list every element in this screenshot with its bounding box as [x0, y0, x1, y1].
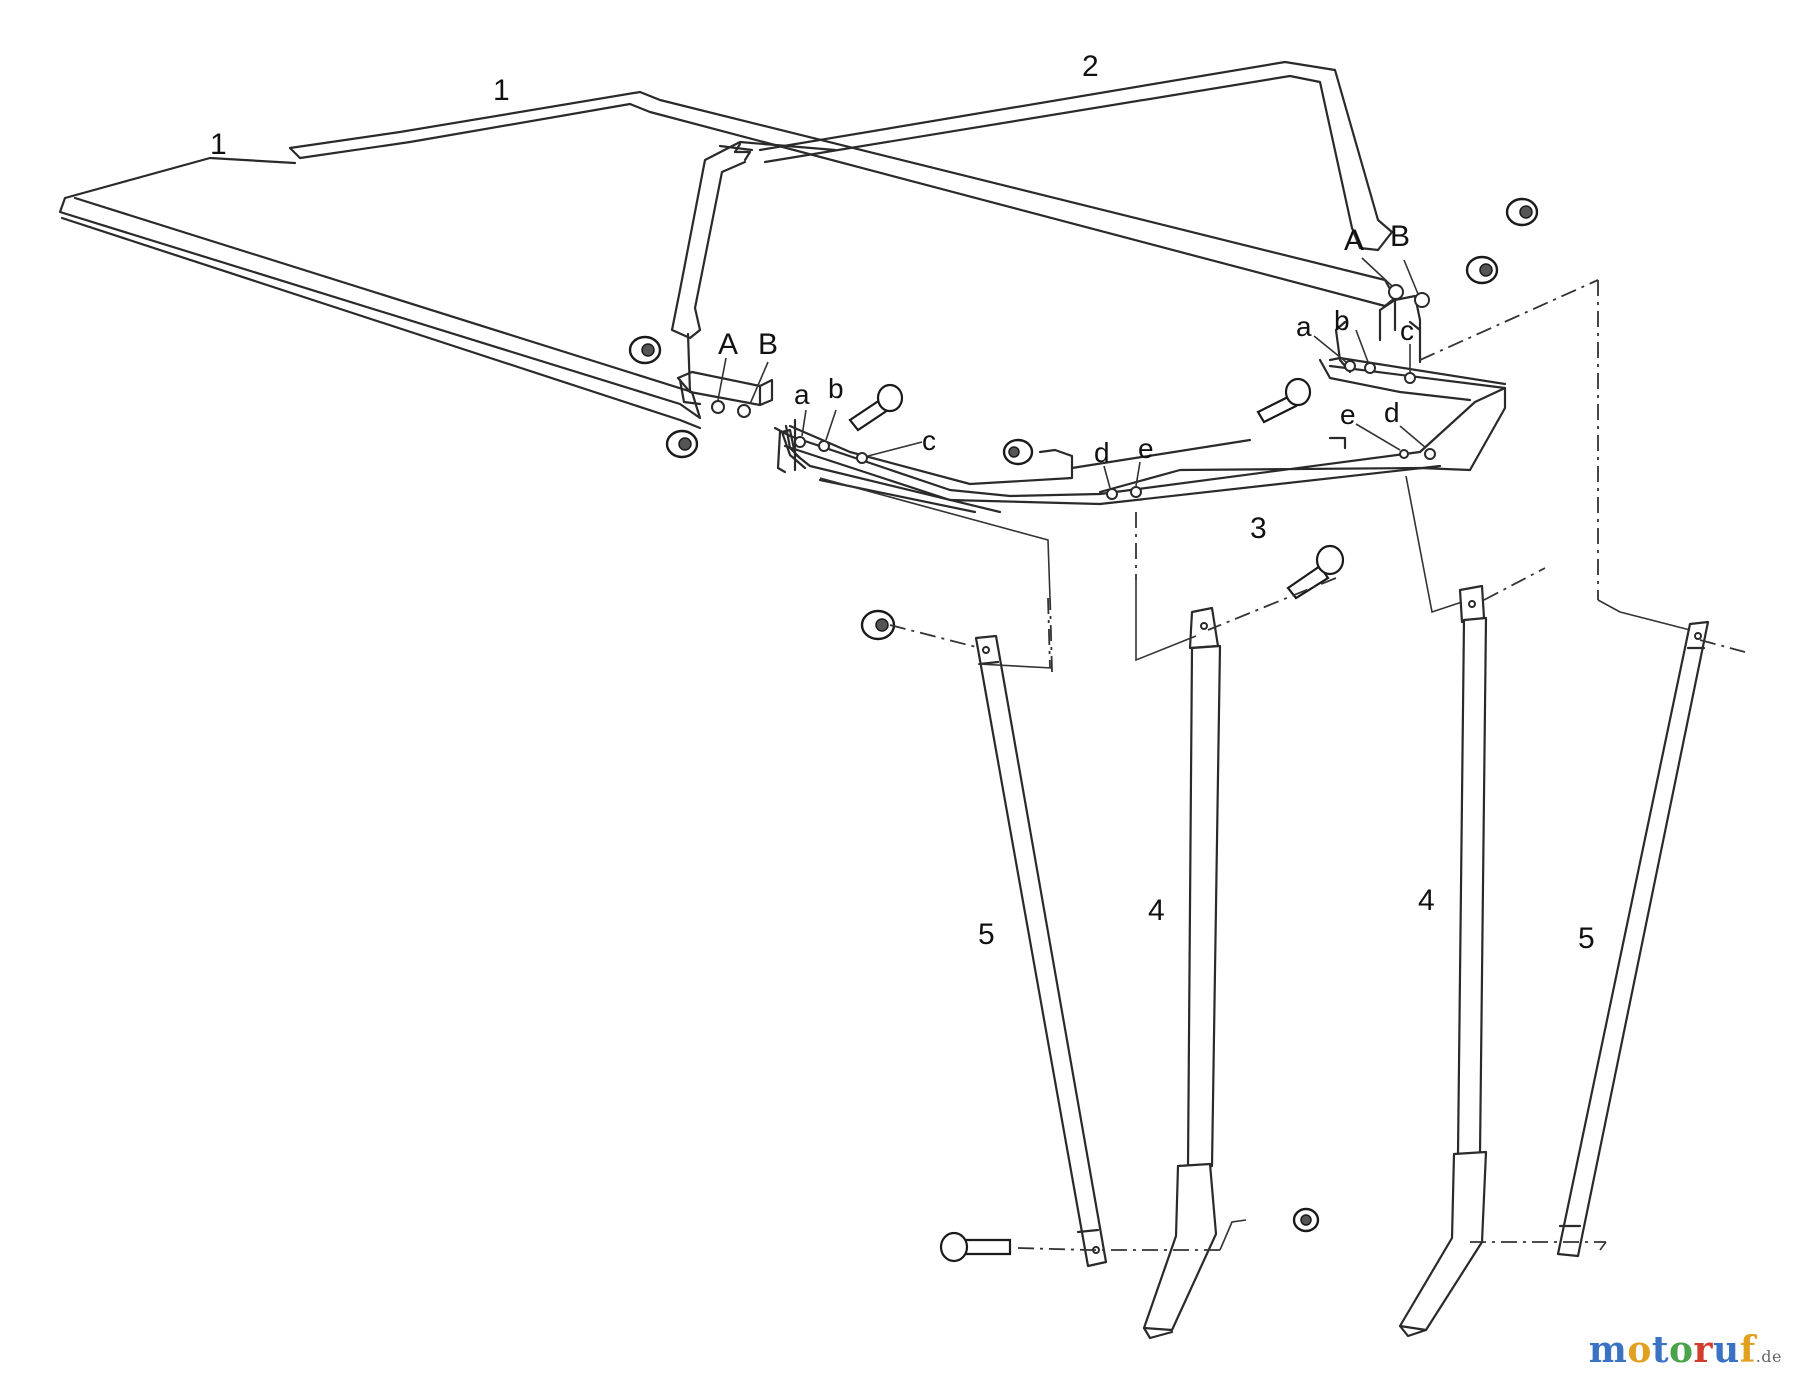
- hole-right-A: [1388, 284, 1404, 300]
- hole-left-A: [711, 400, 725, 414]
- label-hole-right-a: a: [1296, 311, 1312, 342]
- motoruf-watermark-logo: motoruf.de: [1589, 1329, 1782, 1371]
- label-hole-right-c: c: [1400, 315, 1414, 346]
- rear-bar-part-2: [670, 60, 1394, 394]
- label-part-2: 2: [1082, 50, 1099, 83]
- label-hole-right-A: A: [1344, 224, 1364, 257]
- label-hole-mid-e: e: [1138, 433, 1154, 464]
- hole-right-a: [1344, 360, 1356, 372]
- nut-icon: [628, 335, 662, 365]
- nut-icon: [1505, 197, 1539, 227]
- assembly-lines: [819, 279, 1746, 1251]
- label-hole-right-d: d: [1384, 397, 1400, 428]
- nut-icon: [860, 609, 896, 641]
- bolt-icon: [1286, 544, 1345, 600]
- nut-icon: [665, 429, 699, 459]
- logo-suffix: .de: [1755, 1347, 1782, 1366]
- label-hole-right-b: b: [1334, 305, 1350, 336]
- strut-part-5-right: [1556, 620, 1710, 1258]
- logo-letter: o: [1669, 1329, 1694, 1371]
- hole-left-c: [856, 452, 868, 464]
- logo-letter: u: [1713, 1329, 1740, 1371]
- hole-right-B: [1414, 292, 1430, 308]
- hole-right-e: [1399, 449, 1409, 459]
- mounting-holes: [711, 284, 1436, 500]
- hole-left-B: [737, 404, 751, 418]
- logo-letter: m: [1588, 1329, 1628, 1371]
- label-part-1-top: 1: [493, 74, 510, 107]
- hole-mid-d: [1106, 488, 1118, 500]
- hole-right-c: [1404, 372, 1416, 384]
- left-clamp-plate: [676, 370, 802, 474]
- logo-letter: t: [1651, 1329, 1670, 1371]
- leg-part-4-left: [1142, 606, 1222, 1340]
- nut-icon: [1292, 1207, 1320, 1233]
- label-hole-mid-d: d: [1094, 437, 1110, 468]
- label-hole-left-B: B: [758, 328, 778, 361]
- label-part-4-left: 4: [1148, 894, 1165, 927]
- label-hole-left-c: c: [922, 425, 936, 456]
- label-hole-right-e: e: [1340, 399, 1356, 430]
- hole-labels: A B A B a b c a b c d e e d: [718, 220, 1414, 468]
- hole-left-b: [818, 440, 830, 452]
- part-number-labels: 1 1 2 3 4 4 5 5: [210, 50, 1595, 955]
- strut-part-5-left: [974, 634, 1108, 1268]
- bolt-icon: [939, 1231, 1012, 1263]
- label-part-4-right: 4: [1418, 884, 1435, 917]
- label-part-1-left: 1: [210, 128, 227, 161]
- nut-icon: [1002, 438, 1034, 466]
- label-hole-right-B: B: [1390, 220, 1410, 253]
- label-part-5-right: 5: [1578, 922, 1595, 955]
- leader-lines: [717, 257, 1427, 489]
- logo-letter: o: [1627, 1329, 1652, 1371]
- handle-bar-part-1: [58, 90, 1397, 430]
- bolt-icon: [1256, 377, 1312, 424]
- bolt-icon: [848, 383, 904, 432]
- hole-left-a: [794, 436, 806, 448]
- label-part-3: 3: [1250, 512, 1267, 545]
- label-hole-left-A: A: [718, 328, 738, 361]
- nut-icon: [1465, 255, 1499, 285]
- logo-letter: f: [1739, 1329, 1756, 1371]
- hole-right-b: [1364, 362, 1376, 374]
- bolt-icons: [848, 377, 1345, 1263]
- label-hole-left-a: a: [794, 379, 810, 410]
- logo-letter: r: [1693, 1329, 1714, 1371]
- hole-right-d: [1424, 448, 1436, 460]
- nut-icons: [628, 197, 1539, 1233]
- label-hole-left-b: b: [828, 373, 844, 404]
- leg-part-4-right: [1398, 584, 1488, 1338]
- label-part-5-left: 5: [978, 918, 995, 951]
- hole-mid-e: [1130, 486, 1142, 498]
